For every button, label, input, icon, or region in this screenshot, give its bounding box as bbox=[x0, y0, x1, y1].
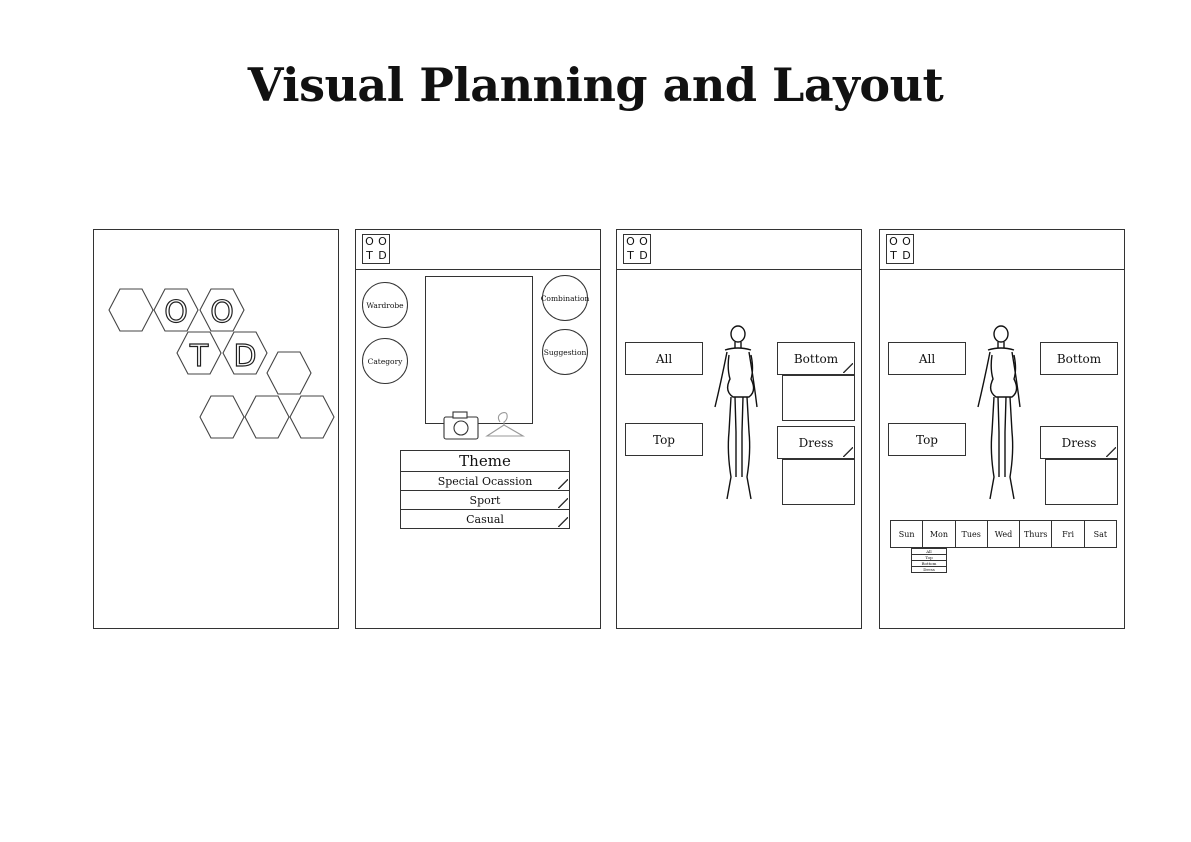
mannequin-icon bbox=[977, 325, 1021, 500]
bottom-list bbox=[782, 375, 855, 421]
page-title: Visual Planning and Layout bbox=[247, 58, 944, 112]
all-button[interactable]: All bbox=[625, 342, 703, 375]
hex-letter: D bbox=[233, 339, 256, 374]
day-sun[interactable]: Sun bbox=[891, 521, 924, 547]
theme-option[interactable]: Sport bbox=[400, 490, 570, 510]
hex-letter: T bbox=[189, 339, 209, 374]
day-tues[interactable]: Tues bbox=[956, 521, 988, 547]
theme-header[interactable]: Theme bbox=[400, 450, 570, 472]
theme-option[interactable]: Special Ocassion bbox=[400, 471, 570, 491]
dress-dropdown[interactable]: Dress bbox=[1040, 426, 1118, 459]
suggestion-button[interactable]: Suggestion bbox=[542, 329, 588, 375]
category-button[interactable]: Category bbox=[362, 338, 408, 384]
all-button[interactable]: All bbox=[888, 342, 966, 375]
screen-splash: O O T D bbox=[93, 229, 339, 629]
top-button[interactable]: Top bbox=[625, 423, 703, 456]
combination-button[interactable]: Combination bbox=[541, 275, 589, 321]
hexagon-logo: O O T D bbox=[108, 288, 335, 439]
dress-list bbox=[1045, 459, 1118, 505]
theme-dropdown[interactable]: Theme Special Ocassion Sport Casual bbox=[400, 450, 570, 529]
day-mon[interactable]: Mon bbox=[923, 521, 956, 547]
menu-item[interactable]: Dress bbox=[911, 566, 947, 573]
dress-list bbox=[782, 459, 855, 505]
photo-preview bbox=[425, 276, 533, 424]
theme-option[interactable]: Casual bbox=[400, 509, 570, 529]
day-wed[interactable]: Wed bbox=[988, 521, 1021, 547]
dress-dropdown[interactable]: Dress bbox=[777, 426, 855, 459]
day-sat[interactable]: Sat bbox=[1093, 529, 1108, 539]
bottom-button[interactable]: Bottom bbox=[1040, 342, 1118, 375]
top-button[interactable]: Top bbox=[888, 423, 966, 456]
mannequin-icon bbox=[714, 325, 758, 500]
hex-letter: O bbox=[210, 295, 234, 330]
bottom-dropdown[interactable]: Bottom bbox=[777, 342, 855, 375]
hex-letter: O bbox=[164, 295, 188, 330]
wardrobe-button[interactable]: Wardrobe bbox=[362, 282, 408, 328]
day-fri[interactable]: Fri bbox=[1052, 521, 1085, 547]
day-thurs[interactable]: Thurs bbox=[1020, 521, 1053, 547]
day-outfit-menu[interactable]: All Top Bottom Dress bbox=[911, 548, 947, 573]
weekday-bar: Sun Mon Tues Wed Thurs Fri Sat bbox=[890, 520, 1117, 548]
